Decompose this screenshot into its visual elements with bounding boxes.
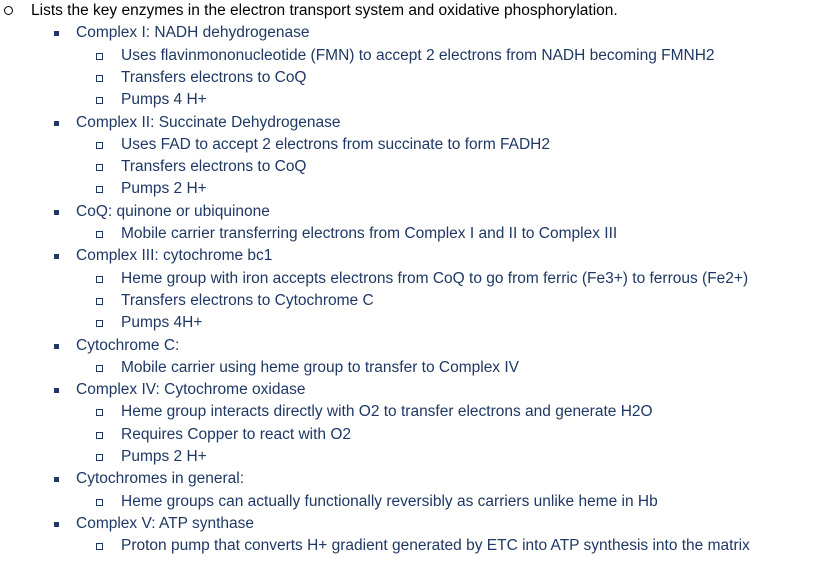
square-bullet-icon [54, 31, 59, 37]
hollow-square-bullet-icon [96, 52, 103, 60]
square-bullet-icon [54, 254, 59, 260]
hollow-square-bullet-icon [96, 498, 103, 506]
hollow-square-bullet-icon [96, 454, 103, 461]
outline-item-label: Complex II: Succinate Dehydrogenase [76, 113, 341, 131]
outline-subitem-text: Transfers electrons to Cytochrome C [121, 291, 374, 309]
outline-item-label: Complex IV: Cytochrome oxidase [76, 381, 306, 399]
square-bullet-icon [54, 120, 59, 126]
square-bullet-icon [54, 521, 59, 527]
outline-heading: Lists the key enzymes in the electron tr… [31, 2, 618, 19]
outline-subitem-text: Requires Copper to react with O2 [121, 425, 352, 443]
hollow-square-bullet-icon [96, 74, 103, 82]
outline-item-label: Cytochromes in general: [76, 470, 244, 488]
hollow-square-bullet-icon [96, 164, 103, 172]
hollow-square-bullet-icon [96, 97, 103, 105]
square-bullet-icon [54, 388, 59, 394]
square-bullet-icon [54, 477, 59, 483]
outline-subitem-text: Pumps 4H+ [121, 314, 203, 332]
hollow-square-bullet-icon [96, 431, 103, 439]
outline-subitem-text: Transfers electrons to CoQ [121, 158, 307, 176]
outline-subitem-text: Pumps 2 H+ [121, 180, 207, 198]
outline-subitem-text: Mobile carrier using heme group to trans… [121, 358, 520, 376]
outline-subitem-text: Heme group with iron accepts electrons f… [121, 269, 749, 287]
outline-item-label: Complex III: cytochrome bc1 [76, 247, 273, 265]
outline-subitem-text: Pumps 4 H+ [121, 91, 207, 109]
hollow-square-bullet-icon [96, 543, 103, 551]
outline-item-label: Complex V: ATP synthase [76, 514, 255, 532]
hollow-square-bullet-icon [96, 320, 103, 328]
hollow-square-bullet-icon [96, 364, 103, 372]
outline-item-label: Complex I: NADH dehydrogenase [76, 24, 310, 42]
hollow-square-bullet-icon [96, 231, 103, 238]
outline-subitem-text: Transfers electrons to CoQ [121, 68, 307, 86]
outline-subitem-text: Heme groups can actually functionally re… [121, 492, 658, 510]
outline-subitem-text: Mobile carrier transferring electrons fr… [121, 225, 618, 242]
square-bullet-icon [54, 209, 59, 215]
outline-item-label: CoQ: quinone or ubiquinone [76, 202, 270, 220]
outline-subitem-text: Uses FAD to accept 2 electrons from succ… [121, 135, 550, 153]
outline-item-label: Cytochrome C: [76, 336, 180, 354]
outline-subitem-text: Heme group interacts directly with O2 to… [121, 403, 653, 421]
outline-subitem-text: Proton pump that converts H+ gradient ge… [121, 537, 750, 555]
hollow-square-bullet-icon [96, 186, 103, 194]
square-bullet-icon [54, 343, 59, 349]
hollow-square-bullet-icon [96, 275, 103, 283]
hollow-square-bullet-icon [96, 409, 103, 417]
outline-subitem-text: Uses flavinmononucleotide (FMN) to accep… [121, 46, 715, 64]
outline-subitem-text: Pumps 2 H+ [121, 448, 207, 465]
hollow-square-bullet-icon [96, 297, 103, 305]
circle-bullet-icon [4, 6, 13, 15]
hollow-square-bullet-icon [96, 141, 103, 149]
